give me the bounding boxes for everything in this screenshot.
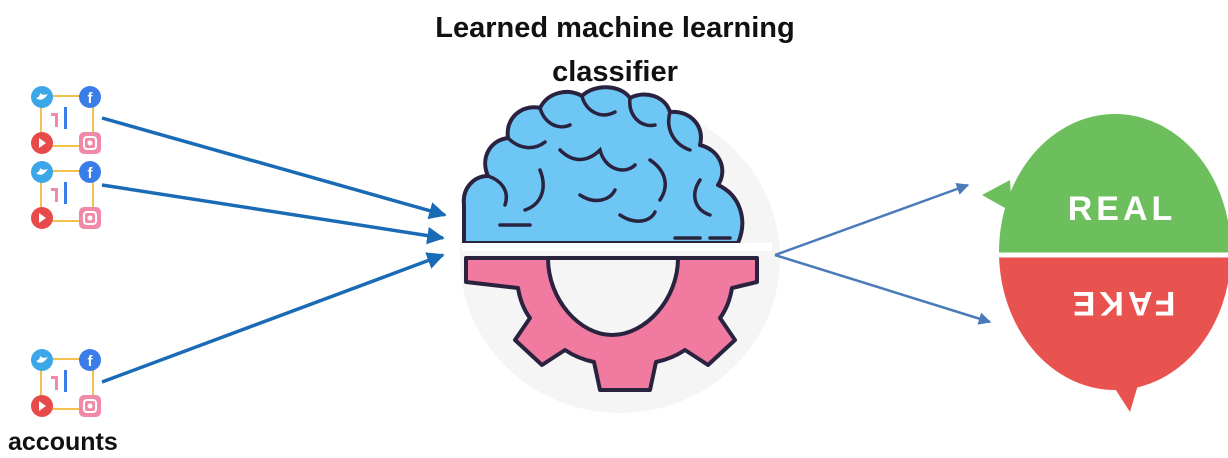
- youtube-icon: [31, 395, 53, 417]
- social-account-group-1: f: [31, 86, 101, 154]
- diagram-title: Learned machine learning classifier: [400, 6, 830, 94]
- bubble-tail-bottom: [1108, 378, 1140, 412]
- input-arrow-2: [101, 183, 445, 245]
- facebook-icon: f: [79, 86, 101, 108]
- social-account-group-3: f: [31, 349, 101, 417]
- title-line-2: classifier: [552, 56, 678, 88]
- input-arrow-3: [101, 252, 445, 384]
- svg-text:f: f: [88, 353, 94, 370]
- facebook-icon: f: [79, 349, 101, 371]
- output-arrow-fake: [774, 253, 992, 325]
- social-account-group-2: f: [31, 161, 101, 229]
- output-arrow-real: [774, 182, 970, 257]
- twitter-icon: [31, 349, 53, 371]
- svg-text:f: f: [88, 90, 94, 107]
- instagram-icon: [79, 395, 101, 417]
- instagram-icon: [79, 207, 101, 229]
- fake-label: FAKE: [1069, 284, 1176, 322]
- youtube-icon: [31, 207, 53, 229]
- twitter-icon: [31, 86, 53, 108]
- svg-text:f: f: [88, 165, 94, 182]
- title-line-1: Learned machine learning: [435, 12, 795, 44]
- input-arrow-1: [101, 116, 447, 220]
- real-label: REAL: [1068, 190, 1177, 228]
- classifier-brain-gear: [460, 85, 780, 413]
- twitter-icon: [31, 161, 53, 183]
- bubble-tail-top: [982, 180, 1012, 212]
- accounts-label: accounts: [8, 428, 118, 456]
- real-half: [999, 114, 1228, 255]
- brain-icon: [461, 85, 745, 245]
- youtube-icon: [31, 132, 53, 154]
- real-fake-bubble: REAL FAKE: [982, 114, 1228, 412]
- fake-half: [999, 255, 1228, 390]
- instagram-icon: [79, 132, 101, 154]
- gear-icon: [464, 256, 759, 392]
- facebook-icon: f: [79, 161, 101, 183]
